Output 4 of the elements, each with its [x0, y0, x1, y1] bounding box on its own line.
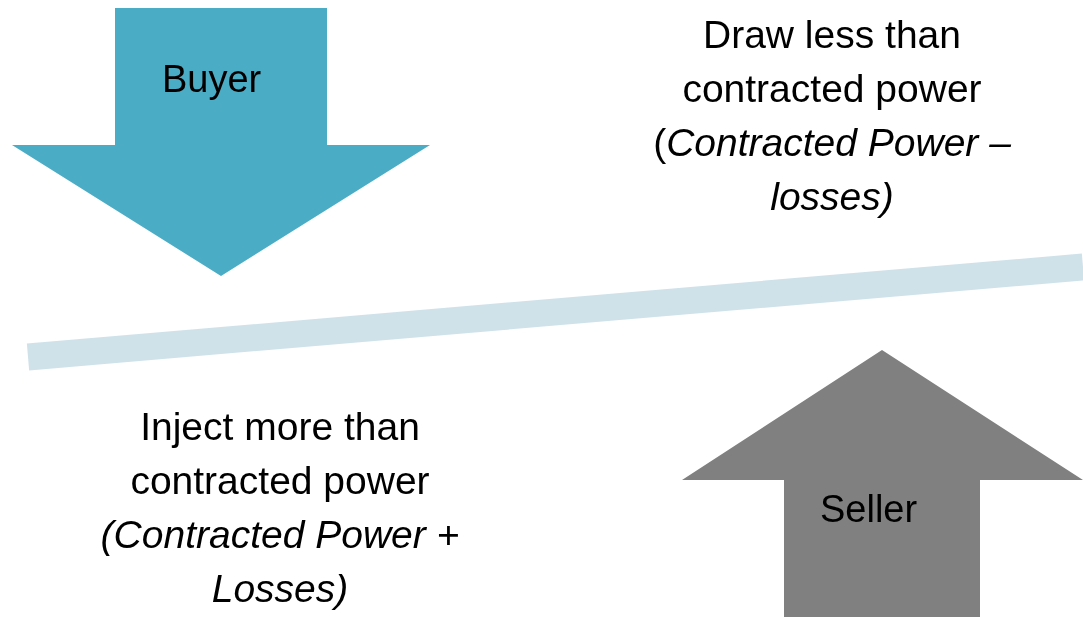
note-text: Draw less than contracted power (Contracted Power – losses) [652, 12, 1012, 220]
arrow-label: Seller [820, 488, 918, 531]
note-text: Inject more than contracted power (Contracted Power + Losses) [99, 404, 461, 612]
arrow-label: Buyer [162, 58, 262, 101]
